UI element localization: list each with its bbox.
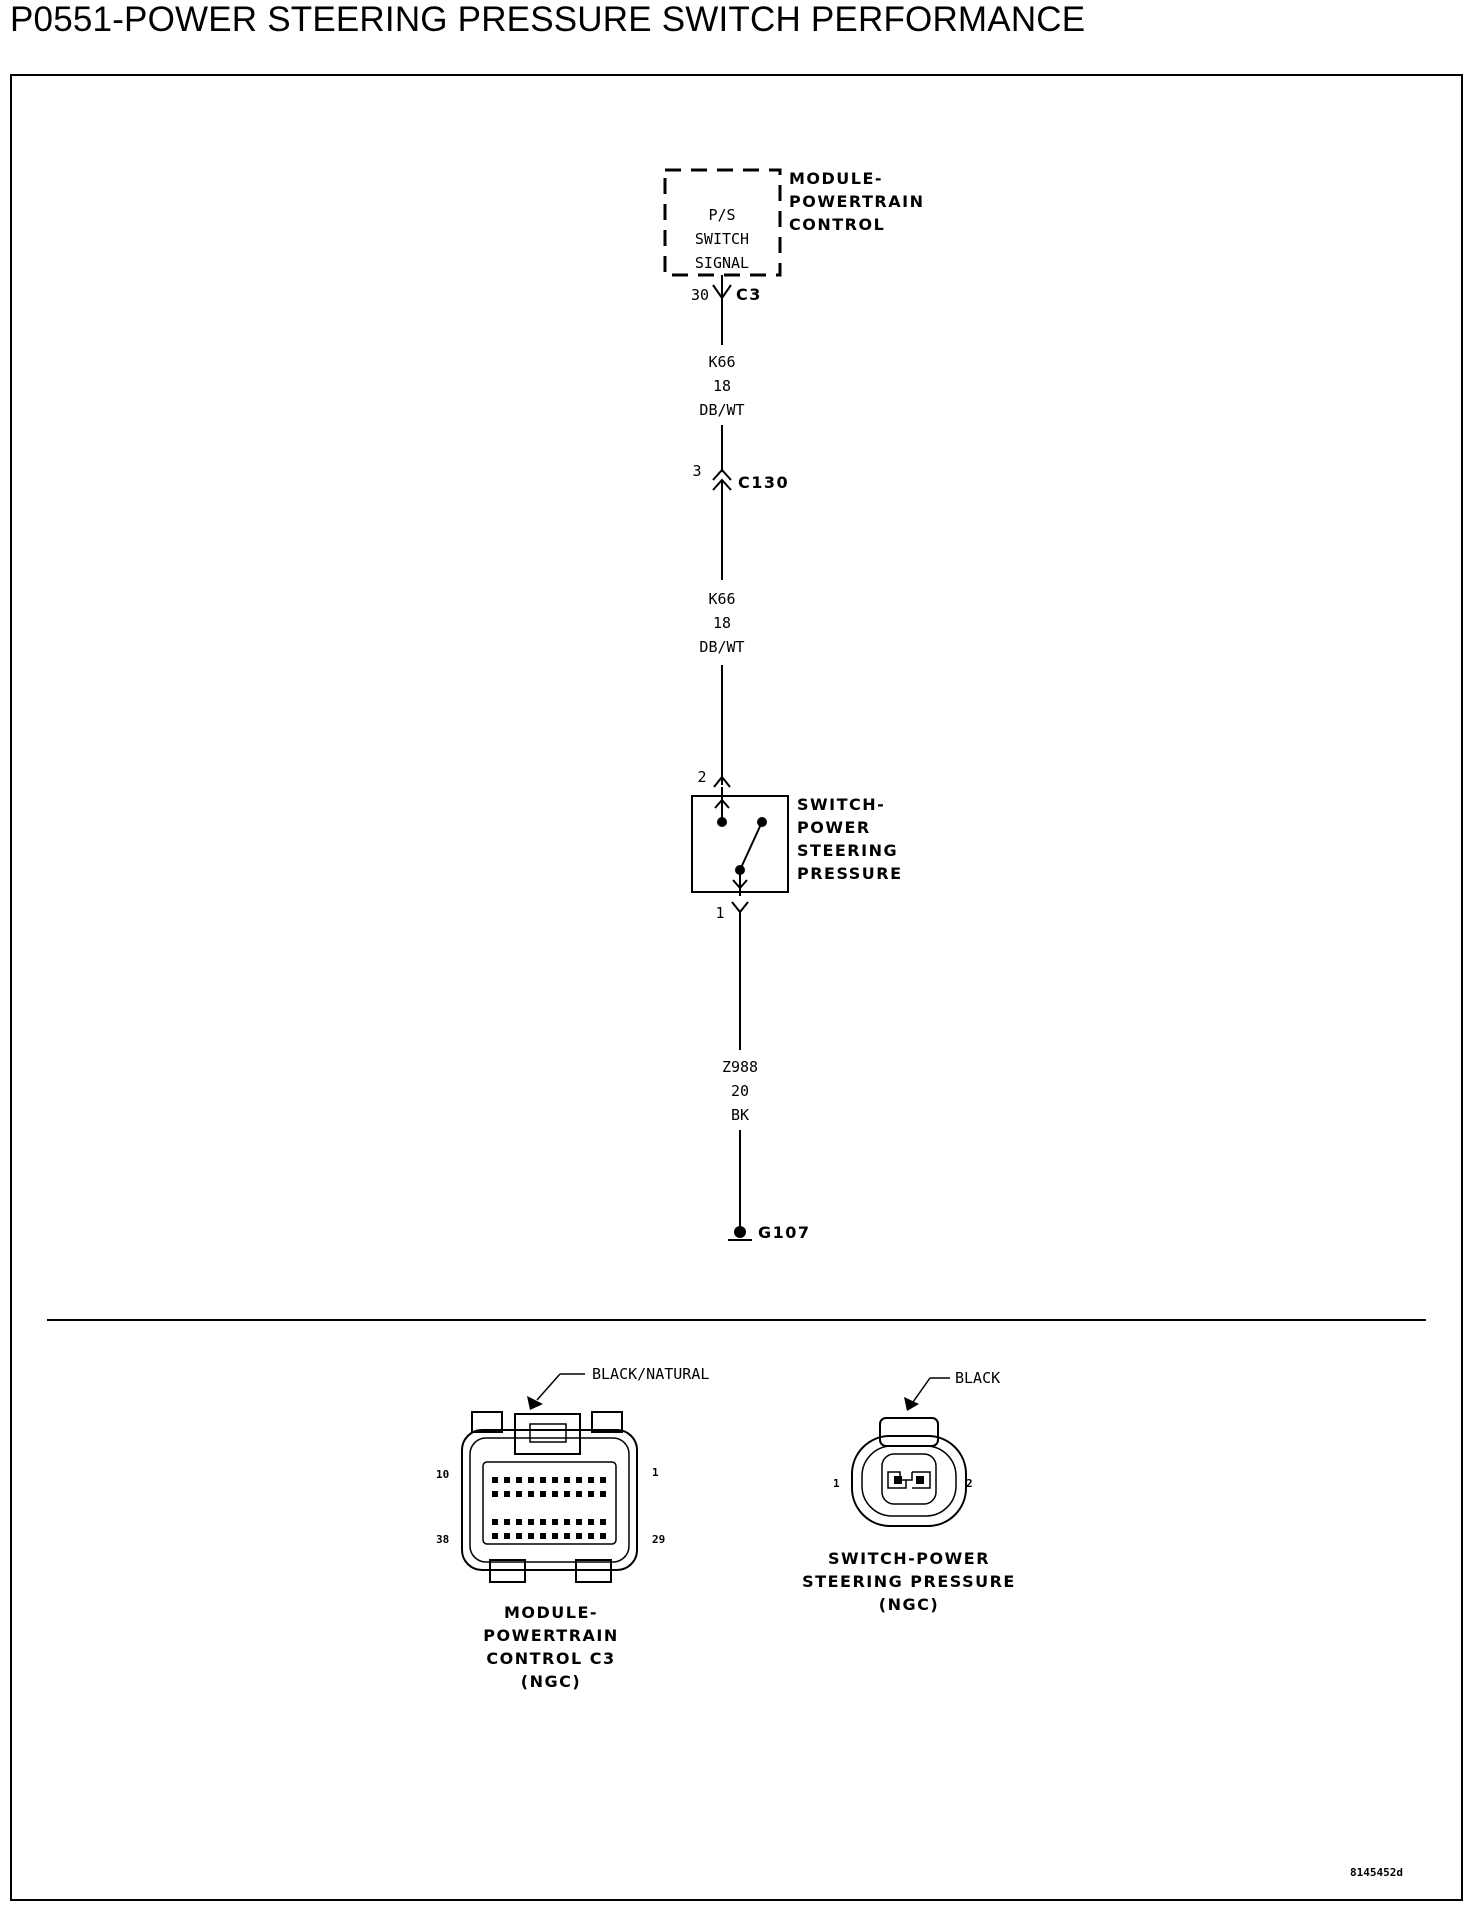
pin-cavity [564, 1491, 570, 1497]
pin-cavity [516, 1533, 522, 1539]
wire-upper-gauge: 18 [713, 377, 731, 395]
pin-cavity [492, 1491, 498, 1497]
switch-pin-right: 2 [966, 1477, 973, 1490]
c3-connector: 30 C3 [691, 275, 762, 304]
switch-connector-view: BLACK 1 2 SWITCH-POWER STEERING PRESSURE… [802, 1369, 1016, 1614]
pin-cavity [588, 1519, 594, 1525]
module-name-line-2: POWERTRAIN [789, 192, 924, 211]
switch-conn-name-line-1: SWITCH-POWER [828, 1549, 990, 1568]
pin-cavity [576, 1477, 582, 1483]
pin-cavity [540, 1533, 546, 1539]
pcm-pin-bottom-right: 29 [652, 1533, 665, 1546]
switch-pin2-connector [713, 775, 731, 788]
signal-line-3: SIGNAL [695, 254, 749, 272]
wire-lower-gauge: 20 [731, 1082, 749, 1100]
pin-cavity [576, 1491, 582, 1497]
wire-upper-color: DB/WT [699, 401, 744, 419]
ground-label: G107 [758, 1223, 811, 1242]
c3-connector-label: C3 [736, 285, 762, 304]
ground-symbol: G107 [728, 1223, 811, 1242]
pin-cavity [528, 1491, 534, 1497]
pin-cavity [564, 1477, 570, 1483]
pcm-name-line-1: MODULE- [504, 1603, 598, 1622]
pcm-name-line-2: POWERTRAIN [483, 1626, 618, 1645]
module-name-line-3: CONTROL [789, 215, 885, 234]
pin-cavity [564, 1519, 570, 1525]
pin-cavity [540, 1491, 546, 1497]
pin-cavity [552, 1519, 558, 1525]
pcm-name-line-4: (NGC) [521, 1672, 581, 1691]
c130-pin-number: 3 [692, 462, 701, 480]
pcm-c3-connector-view: BLACK/NATURAL 10 1 38 29 MODULE- POWERTR… [436, 1365, 709, 1691]
switch-arm [739, 821, 763, 871]
pin-cavity [588, 1477, 594, 1483]
pin-cavity [600, 1491, 606, 1497]
pin-cavity [516, 1519, 522, 1525]
pin-cavity [492, 1519, 498, 1525]
pin-cavity [504, 1533, 510, 1539]
pin-cavity [528, 1477, 534, 1483]
pin-cavity [504, 1519, 510, 1525]
pin-cavity [516, 1477, 522, 1483]
signal-line-1: P/S [708, 206, 735, 224]
pin-cavity [576, 1533, 582, 1539]
switch-conn-name-line-3: (NGC) [879, 1595, 939, 1614]
pin-cavity [528, 1519, 534, 1525]
switch-pin-bottom: 1 [715, 904, 724, 922]
switch-name-line-4: PRESSURE [797, 864, 903, 883]
pcm-pin-bottom-left: 38 [436, 1533, 449, 1546]
signal-line-2: SWITCH [695, 230, 749, 248]
wire-lower-color: BK [731, 1106, 749, 1124]
pin-cavity [552, 1533, 558, 1539]
pin-cavity [552, 1491, 558, 1497]
pin-cavity [540, 1477, 546, 1483]
pcm-module-box [663, 168, 782, 277]
pcm-name-line-3: CONTROL C3 [486, 1649, 615, 1668]
pin-cavity [576, 1519, 582, 1525]
switch-conn-name-line-2: STEERING PRESSURE [802, 1572, 1016, 1591]
switch-name-line-2: POWER [797, 818, 871, 837]
wire-middle-color: DB/WT [699, 638, 744, 656]
pin-cavity [600, 1533, 606, 1539]
switch-pin-top: 2 [697, 768, 706, 786]
wire-middle-gauge: 18 [713, 614, 731, 632]
switch-name-line-1: SWITCH- [797, 795, 885, 814]
wire-lower-circuit: Z988 [722, 1058, 758, 1076]
pin-cavity [540, 1519, 546, 1525]
switch-pin1-connector [731, 901, 749, 914]
switch-pin-left: 1 [833, 1477, 840, 1490]
switch-name-line-3: STEERING [797, 841, 898, 860]
c130-connector-label: C130 [738, 473, 789, 492]
pressure-switch: SWITCH- POWER STEERING PRESSURE [691, 787, 903, 896]
figure-id: 8145452d [1350, 1866, 1403, 1879]
pcm-color-label: BLACK/NATURAL [592, 1365, 709, 1383]
c130-connector: 3 C130 [692, 462, 789, 492]
pcm-pin-top-right: 1 [652, 1466, 659, 1479]
pcm-module: P/S SWITCH SIGNAL MODULE- POWERTRAIN CON… [663, 168, 924, 277]
pin-cavity [564, 1533, 570, 1539]
wire-upper-circuit: K66 [708, 353, 735, 371]
pin-cavity [516, 1491, 522, 1497]
pin-cavity [588, 1533, 594, 1539]
pcm-pin-field [492, 1477, 606, 1539]
module-name-line-1: MODULE- [789, 169, 883, 188]
diagram-frame [10, 74, 1463, 1901]
switch-color-label: BLACK [955, 1369, 1000, 1387]
pin-cavity [588, 1491, 594, 1497]
pin-cavity [600, 1519, 606, 1525]
pcm-pin-top-left: 10 [436, 1468, 449, 1481]
pin-cavity [492, 1533, 498, 1539]
pin-cavity [504, 1491, 510, 1497]
wire-middle-circuit: K66 [708, 590, 735, 608]
pin-cavity [600, 1477, 606, 1483]
page-title: P0551-POWER STEERING PRESSURE SWITCH PER… [10, 0, 1086, 39]
pin-cavity [492, 1477, 498, 1483]
pin-cavity [552, 1477, 558, 1483]
pin-cavity [504, 1477, 510, 1483]
c3-pin-number: 30 [691, 286, 709, 304]
pin-cavity [528, 1533, 534, 1539]
